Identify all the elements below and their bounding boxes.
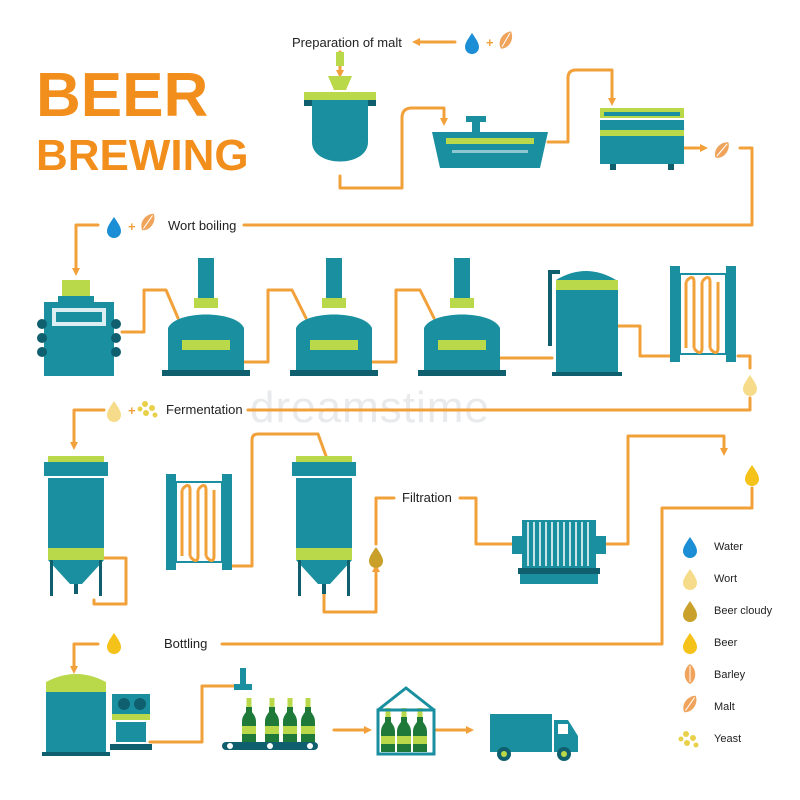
bottle-icon bbox=[381, 708, 395, 752]
malt-steeping-tank bbox=[304, 52, 376, 162]
delivery-truck bbox=[490, 714, 578, 761]
beer-drop-icon bbox=[683, 633, 697, 654]
beer-filter bbox=[512, 520, 606, 584]
whirlpool-tank bbox=[548, 270, 622, 376]
ingredient-water-plus-barley: + bbox=[465, 28, 517, 54]
legend-item-yeast: Yeast bbox=[678, 731, 741, 748]
plus-icon: + bbox=[486, 35, 494, 50]
process-pipes bbox=[72, 40, 754, 744]
wort-drop-icon bbox=[683, 569, 697, 590]
barley-icon bbox=[495, 28, 517, 52]
beer-cooler bbox=[164, 472, 234, 572]
lauter-tun bbox=[290, 258, 378, 376]
mash-tun bbox=[162, 258, 250, 376]
ingredient-water-plus-malt: + bbox=[107, 210, 159, 238]
legend-item-wort: Wort bbox=[683, 569, 737, 590]
svg-text:Wort: Wort bbox=[714, 573, 737, 585]
step-label-filtration: Filtration bbox=[402, 490, 452, 505]
water-drop-icon bbox=[683, 537, 697, 558]
svg-text:Yeast: Yeast bbox=[714, 733, 741, 745]
legend-item-barley: Barley bbox=[684, 663, 746, 685]
bottle-icon bbox=[265, 698, 279, 742]
beer-drop-icon bbox=[107, 633, 121, 654]
cloudy-beer-drop-icon bbox=[683, 601, 697, 622]
malt-kiln bbox=[600, 108, 684, 170]
title-line-2: BREWING bbox=[36, 131, 249, 180]
step-label-fermentation: Fermentation bbox=[166, 402, 243, 417]
wort-output-drop-icon bbox=[743, 375, 757, 396]
pump bbox=[110, 694, 152, 750]
plus-icon: + bbox=[128, 403, 136, 418]
fermentation-tank bbox=[44, 456, 108, 596]
wort-kettle bbox=[418, 258, 506, 376]
malt-icon bbox=[679, 692, 701, 716]
barley-icon bbox=[684, 663, 696, 685]
maturation-tank bbox=[292, 456, 356, 596]
mash-mill bbox=[37, 280, 121, 376]
bottle-icon bbox=[242, 698, 256, 742]
bottle-icon bbox=[397, 708, 411, 752]
cloudy-beer-drop-icon bbox=[369, 547, 383, 568]
svg-text:Malt: Malt bbox=[714, 701, 735, 713]
wort-cooler bbox=[668, 264, 738, 364]
water-drop-icon bbox=[465, 33, 479, 54]
malt-icon bbox=[137, 210, 159, 234]
svg-text:Water: Water bbox=[714, 541, 743, 553]
germination-box bbox=[432, 116, 548, 168]
svg-text:Barley: Barley bbox=[714, 669, 746, 681]
svg-text:Beer cloudy: Beer cloudy bbox=[714, 605, 773, 617]
beer-output-drop-icon bbox=[745, 465, 759, 486]
legend-item-beer: Beer bbox=[683, 633, 738, 654]
bottle-icon bbox=[413, 708, 427, 752]
plus-icon: + bbox=[128, 219, 136, 234]
yeast-icon bbox=[137, 401, 158, 418]
bright-beer-tank bbox=[42, 674, 110, 756]
watermark: dreamstime bbox=[250, 383, 490, 432]
legend-item-malt: Malt bbox=[679, 692, 735, 716]
legend-item-water: Water bbox=[683, 537, 743, 558]
legend-item-beer-cloudy: Beer cloudy bbox=[683, 601, 773, 622]
yeast-icon bbox=[678, 731, 699, 748]
ingredient-wort-plus-yeast: + bbox=[107, 401, 158, 422]
malt-output-icon bbox=[711, 138, 733, 162]
step-label-bottling: Bottling bbox=[164, 636, 207, 651]
bottle-icon bbox=[301, 698, 315, 742]
step-label-malt-preparation: Preparation of malt bbox=[292, 35, 402, 50]
bottling-machine bbox=[222, 668, 318, 750]
title-line-1: BEER bbox=[36, 61, 208, 130]
wort-drop-icon bbox=[107, 401, 121, 422]
bottle-icon bbox=[283, 698, 297, 742]
svg-text:Beer: Beer bbox=[714, 637, 738, 649]
step-label-wort-boiling: Wort boiling bbox=[168, 218, 236, 233]
water-drop-icon bbox=[107, 217, 121, 238]
flow-arrows bbox=[70, 38, 728, 734]
beer-crate bbox=[376, 686, 436, 756]
legend: Water Wort Beer cloudy Beer Barley Malt bbox=[678, 537, 773, 748]
